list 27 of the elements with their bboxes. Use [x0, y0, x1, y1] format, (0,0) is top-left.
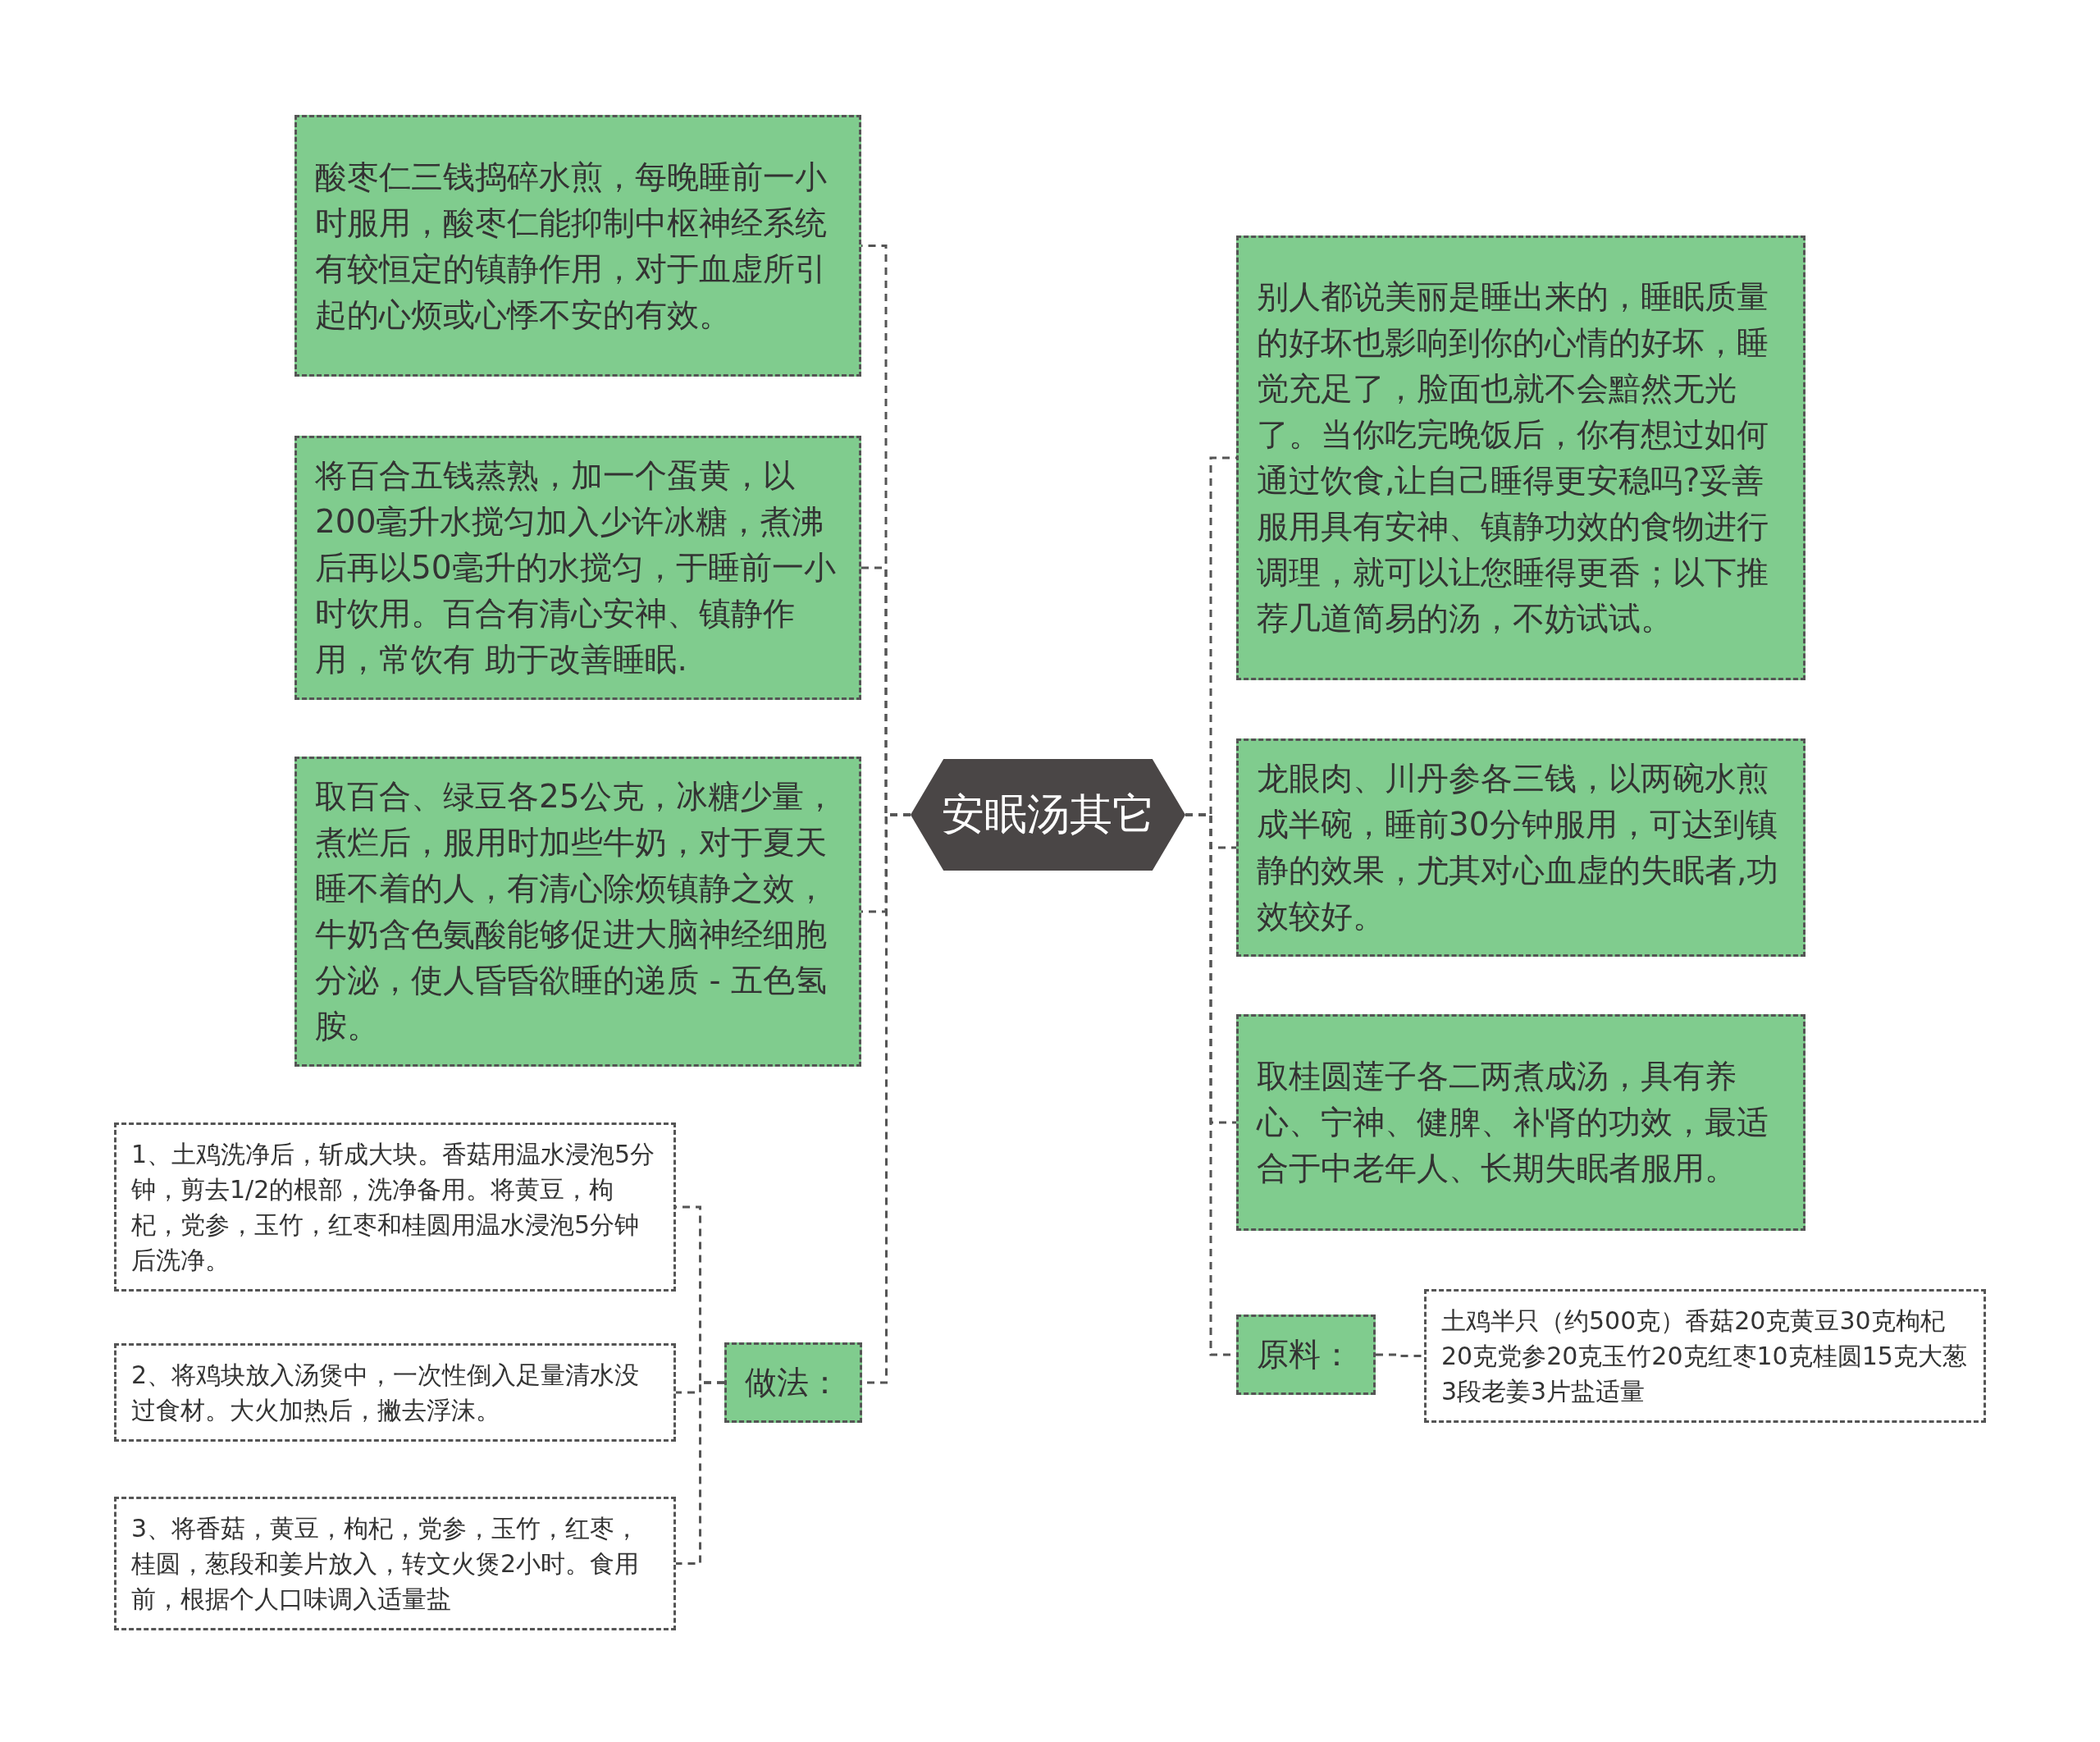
note-text: 酸枣仁三钱捣碎水煎，每晚睡前一小时服用，酸枣仁能抑制中枢神经系统有较恒定的镇静作用，对于血虚所引起的心烦或心悸不安的有效。 — [315, 157, 828, 335]
connector-line — [1376, 1353, 1424, 1357]
note-box — [1236, 235, 1806, 680]
note-box — [724, 1342, 862, 1423]
connector-line — [676, 1381, 724, 1565]
note-text: 将百合五钱蒸熟，加一个蛋黄，以200毫升水搅匀加入少许冰糖，煮沸后再以50毫升的水搅匀，于睡前一小时饮用。百合有清心安神、镇静作用，常饮有 助于改善睡眠. — [315, 456, 837, 679]
note-text: 做法： — [745, 1363, 842, 1402]
note-box — [1236, 1315, 1376, 1395]
note-text: 原料： — [1257, 1335, 1354, 1374]
step-box — [114, 1343, 676, 1442]
note-box — [294, 436, 861, 700]
note-box — [1236, 738, 1806, 957]
step-text: 3、将香菇，黄豆，枸杞，党参，玉竹，红枣，桂圆，葱段和姜片放入，转文火煲2小时。食用前，根据个人口味调入适量盐 — [131, 1513, 641, 1615]
step-text: 土鸡半只（约500克）香菇20克黄豆30克枸杞20克党参20克玉竹20克红枣10克桂圆15克大葱3段老姜3片盐适量 — [1441, 1305, 1968, 1407]
note-text: 龙眼肉、川丹参各三钱，以两碗水煎成半碗，睡前30分钟服用，可达到镇静的效果，尤其对心血虚的失眠者,功效较好。 — [1257, 759, 1780, 936]
topic-text: 安眠汤其它 — [941, 789, 1155, 840]
note-text: 别人都说美丽是睡出来的，睡眠质量的好坏也影响到你的心情的好坏，睡觉充足了，脸面也就不会黯然无光了。当你吃完晚饭后，你有想过如何通过饮食,让自己睡得更安稳吗?妥善服用具有安神、镇静功效的食物进行调理，就可以让您睡得更香；以下推荐几道简易的汤，不妨试试。 — [1257, 277, 1769, 638]
step-text: 1、土鸡洗净后，斩成大块。香菇用温水浸泡5分钟，剪去1/2的根部，洗净备用。将黄豆，枸杞，党参，玉竹，红枣和桂圆用温水浸泡5分钟后洗净。 — [131, 1139, 656, 1276]
step-text: 2、将鸡块放入汤煲中，一次性倒入足量清水没过食材。大火加热后，撇去浮沫。 — [131, 1360, 641, 1426]
note-box — [294, 115, 861, 377]
note-text: 取桂圆莲子各二两煮成汤，具有养心、宁神、健脾、补肾的功效，最适合于中老年人、长期失眠者服用。 — [1257, 1057, 1769, 1188]
step-box — [1424, 1289, 1986, 1423]
step-box — [114, 1122, 676, 1292]
note-box — [1236, 1014, 1806, 1231]
note-text: 取百合、绿豆各25公克，冰糖少量，煮烂后，服用时加些牛奶，对于夏天睡不着的人，有清心除烦镇静之效，牛奶含色氨酸能够促进大脑神经细胞分泌，使人昏昏欲睡的递质 - 五色氢胺。 — [315, 777, 837, 1046]
note-box — [294, 757, 861, 1067]
step-box — [114, 1497, 676, 1630]
